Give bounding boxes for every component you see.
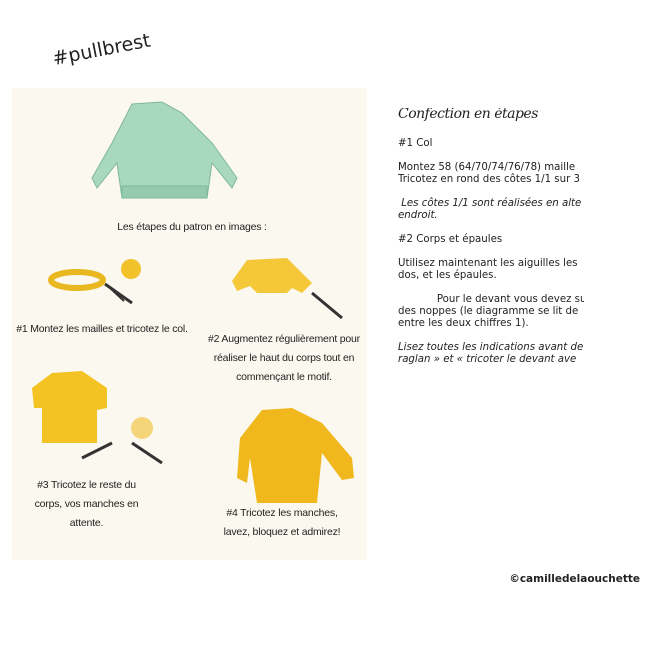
line: raglan » et « tricoter le devant ave — [398, 354, 577, 365]
instructions-column: Confection en étapes #1 Col Montez 58 (6… — [398, 108, 584, 378]
step-4-caption: #4 Tricotez les manches, lavez, bloquez … — [223, 507, 341, 538]
body-drawing — [32, 371, 163, 465]
sweater-drawings — [32, 101, 354, 503]
line: Utilisez maintenant les aiguilles les — [398, 258, 578, 269]
finished-sweater-drawing — [237, 408, 354, 503]
step-2-caption: #2 Augmentez régulièrement pour réaliser… — [208, 333, 360, 383]
line: Tricotez en rond des côtes 1/1 sur 3 — [398, 174, 580, 185]
line: Pour le devant vous devez su — [398, 294, 584, 305]
line: endroit. — [398, 210, 438, 221]
intro-caption: Les étapes du patron en images : — [117, 221, 267, 233]
line: Lisez toutes les indications avant de — [398, 342, 584, 353]
step-1-heading: #1 Col — [398, 138, 433, 149]
line: Les côtes 1/1 sont réalisées en alte — [398, 198, 582, 209]
step-1-caption: #1 Montez les mailles et tricotez le col… — [16, 323, 188, 335]
line: Montez 58 (64/70/74/76/78) maille — [398, 162, 576, 173]
green-sweater-drawing — [91, 101, 238, 199]
line: entre les deux chiffres 1). — [398, 318, 529, 329]
line: des noppes (le diagramme se lit de — [398, 306, 579, 317]
step-3-caption: #3 Tricotez le reste du corps, vos manch… — [34, 479, 139, 529]
line: dos, et les épaules. — [398, 270, 497, 281]
pattern-illustration: Les étapes du patron en images : #1 Mont… — [12, 88, 367, 560]
hashtag: #pullbrest — [50, 29, 153, 70]
step-2-heading: #2 Corps et épaules — [398, 234, 503, 245]
section-title: Confection en étapes — [398, 108, 538, 122]
yoke-drawing — [232, 258, 343, 320]
copyright: ©camilledelaouchette — [509, 573, 640, 585]
collar-drawing — [48, 259, 141, 305]
